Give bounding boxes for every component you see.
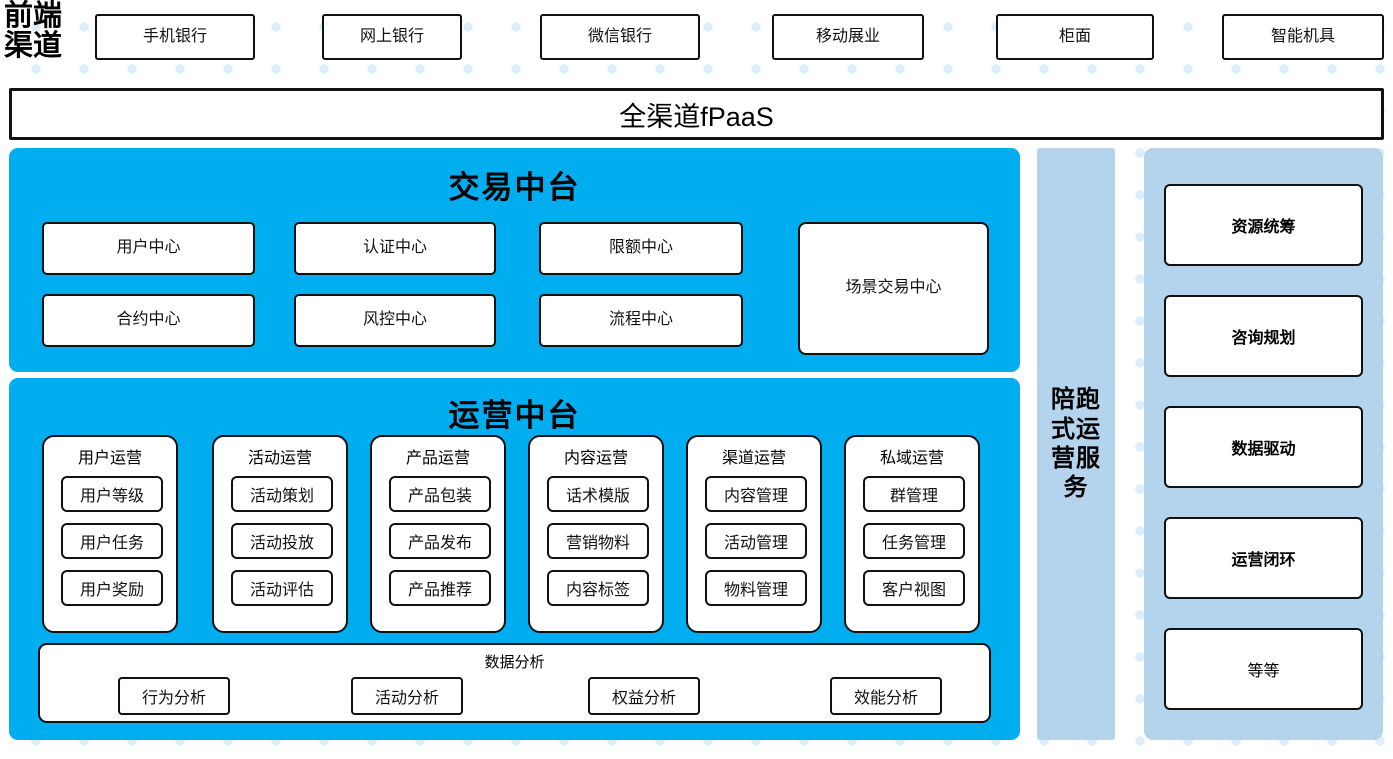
ops-item-3-0[interactable]: 话术模版 bbox=[547, 476, 649, 512]
trade-center-box-1[interactable]: 认证中心 bbox=[294, 222, 496, 275]
data-analysis-item-1[interactable]: 活动分析 bbox=[351, 677, 463, 715]
trade-center-box-0[interactable]: 用户中心 bbox=[42, 222, 255, 275]
ops-column-2: 产品运营产品包装产品发布产品推荐 bbox=[370, 435, 506, 633]
trade-center-box-5[interactable]: 流程中心 bbox=[539, 294, 743, 347]
ops-item-0-1[interactable]: 用户任务 bbox=[61, 523, 163, 559]
scene-transaction-center-box[interactable]: 场景交易中心 bbox=[798, 222, 989, 355]
ops-item-5-2[interactable]: 客户视图 bbox=[863, 570, 965, 606]
data-analysis-item-2[interactable]: 权益分析 bbox=[588, 677, 700, 715]
channel-box-2[interactable]: 微信银行 bbox=[540, 14, 700, 60]
trade-middle-platform-panel: 交易中台 用户中心认证中心限额中心合约中心风控中心流程中心 场景交易中心 bbox=[9, 148, 1020, 372]
ops-column-title-3: 内容运营 bbox=[563, 450, 628, 467]
ops-item-1-1[interactable]: 活动投放 bbox=[231, 523, 333, 559]
service-capability-panel: 资源统筹咨询规划数据驱动运营闭环等等 bbox=[1144, 148, 1383, 740]
omnichannel-fpaas-bar: 全渠道fPaaS bbox=[9, 88, 1384, 140]
data-analysis-title: 数据分析 bbox=[484, 654, 545, 671]
ops-item-2-2[interactable]: 产品推荐 bbox=[389, 570, 491, 606]
ops-column-0: 用户运营用户等级用户任务用户奖励 bbox=[42, 435, 178, 633]
ops-column-4: 渠道运营内容管理活动管理物料管理 bbox=[686, 435, 822, 633]
data-analysis-item-0[interactable]: 行为分析 bbox=[118, 677, 230, 715]
ops-item-0-0[interactable]: 用户等级 bbox=[61, 476, 163, 512]
ops-column-title-4: 渠道运营 bbox=[721, 450, 786, 467]
ops-item-5-1[interactable]: 任务管理 bbox=[863, 523, 965, 559]
service-card-3[interactable]: 运营闭环 bbox=[1164, 517, 1363, 599]
ops-item-4-1[interactable]: 活动管理 bbox=[705, 523, 807, 559]
front-end-channel-label: 前端渠道 bbox=[4, 0, 82, 62]
ops-column-title-2: 产品运营 bbox=[405, 450, 470, 467]
channel-box-3[interactable]: 移动展业 bbox=[772, 14, 924, 60]
service-card-2[interactable]: 数据驱动 bbox=[1164, 406, 1363, 488]
ops-column-3: 内容运营话术模版营销物料内容标签 bbox=[528, 435, 664, 633]
trade-center-box-3[interactable]: 合约中心 bbox=[42, 294, 255, 347]
ops-column-title-0: 用户运营 bbox=[77, 450, 142, 467]
channel-box-5[interactable]: 智能机具 bbox=[1222, 14, 1384, 60]
ops-item-5-0[interactable]: 群管理 bbox=[863, 476, 965, 512]
ops-item-3-2[interactable]: 内容标签 bbox=[547, 570, 649, 606]
channel-box-4[interactable]: 柜面 bbox=[996, 14, 1154, 60]
ops-column-title-5: 私域运营 bbox=[879, 450, 944, 467]
trade-center-box-2[interactable]: 限额中心 bbox=[539, 222, 743, 275]
ops-item-1-0[interactable]: 活动策划 bbox=[231, 476, 333, 512]
trade-platform-title: 交易中台 bbox=[448, 170, 581, 205]
ops-item-0-2[interactable]: 用户奖励 bbox=[61, 570, 163, 606]
ops-item-4-0[interactable]: 内容管理 bbox=[705, 476, 807, 512]
ops-item-1-2[interactable]: 活动评估 bbox=[231, 570, 333, 606]
ops-item-2-1[interactable]: 产品发布 bbox=[389, 523, 491, 559]
channel-box-1[interactable]: 网上银行 bbox=[322, 14, 462, 60]
ops-item-4-2[interactable]: 物料管理 bbox=[705, 570, 807, 606]
ops-column-5: 私域运营群管理任务管理客户视图 bbox=[844, 435, 980, 633]
front-end-channel-label-line: 前端 bbox=[4, 0, 63, 32]
channel-box-0[interactable]: 手机银行 bbox=[95, 14, 255, 60]
ops-column-title-1: 活动运营 bbox=[247, 450, 312, 467]
ops-column-1: 活动运营活动策划活动投放活动评估 bbox=[212, 435, 348, 633]
ops-item-2-0[interactable]: 产品包装 bbox=[389, 476, 491, 512]
front-end-channel-label-line: 渠道 bbox=[4, 29, 63, 62]
accompany-operation-service-column: 陪跑式运营服务 bbox=[1037, 148, 1115, 740]
operations-middle-platform-panel: 运营中台 用户运营用户等级用户任务用户奖励活动运营活动策划活动投放活动评估产品运… bbox=[9, 378, 1020, 740]
service-card-0[interactable]: 资源统筹 bbox=[1164, 184, 1363, 266]
data-analysis-group: 数据分析 行为分析 活动分析 权益分析 效能分析 bbox=[38, 643, 991, 723]
data-analysis-item-3[interactable]: 效能分析 bbox=[830, 677, 942, 715]
accompany-operation-service-label: 陪跑式运营服务 bbox=[1051, 386, 1101, 502]
service-card-4[interactable]: 等等 bbox=[1164, 628, 1363, 710]
ops-item-3-1[interactable]: 营销物料 bbox=[547, 523, 649, 559]
trade-center-box-4[interactable]: 风控中心 bbox=[294, 294, 496, 347]
operations-platform-title: 运营中台 bbox=[448, 398, 581, 433]
service-card-1[interactable]: 咨询规划 bbox=[1164, 295, 1363, 377]
